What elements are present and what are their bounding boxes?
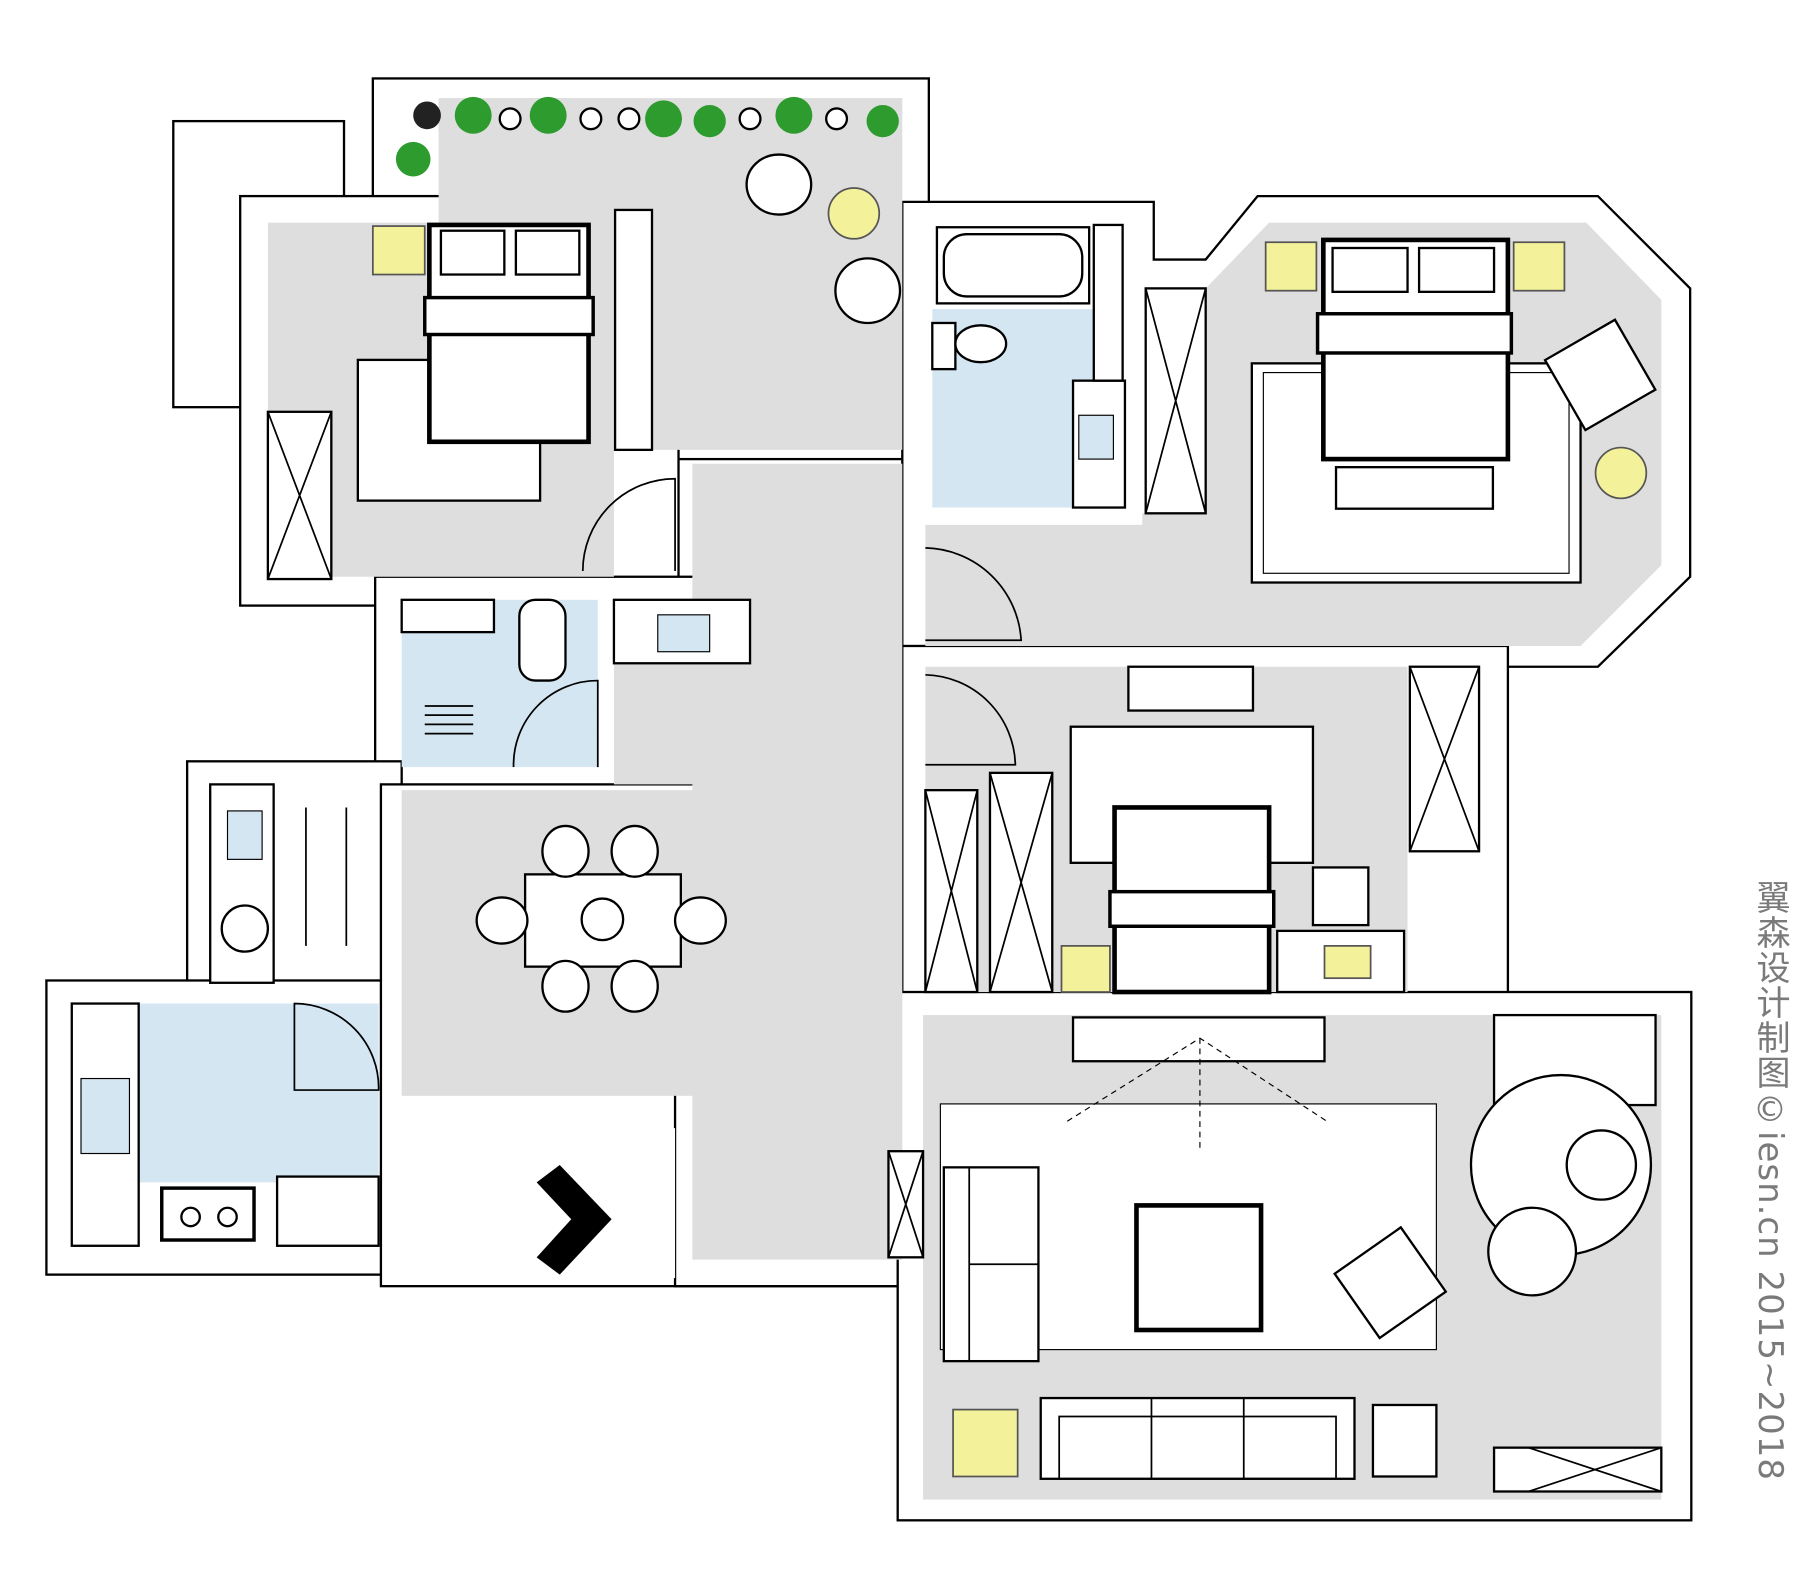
- bedroom-left: [266, 222, 595, 581]
- small-bath: [400, 598, 752, 768]
- doors: [581, 477, 1023, 766]
- balcony-furniture: [613, 153, 902, 452]
- laundry: [209, 783, 348, 984]
- bedroom-middle: [924, 665, 1481, 995]
- balcony-planters: [395, 96, 899, 177]
- kitchen: [70, 1002, 380, 1247]
- master-bedroom: [1250, 237, 1657, 584]
- watermark: 翼森设计制图©iesn.cn 2015~2018: [1750, 880, 1790, 1482]
- dining-table: [475, 824, 727, 1013]
- kitchen-floor: [138, 1003, 379, 1183]
- entrance-arrow-icon: [536, 1165, 612, 1275]
- master-bath: [931, 223, 1207, 515]
- living-room: [887, 1013, 1663, 1493]
